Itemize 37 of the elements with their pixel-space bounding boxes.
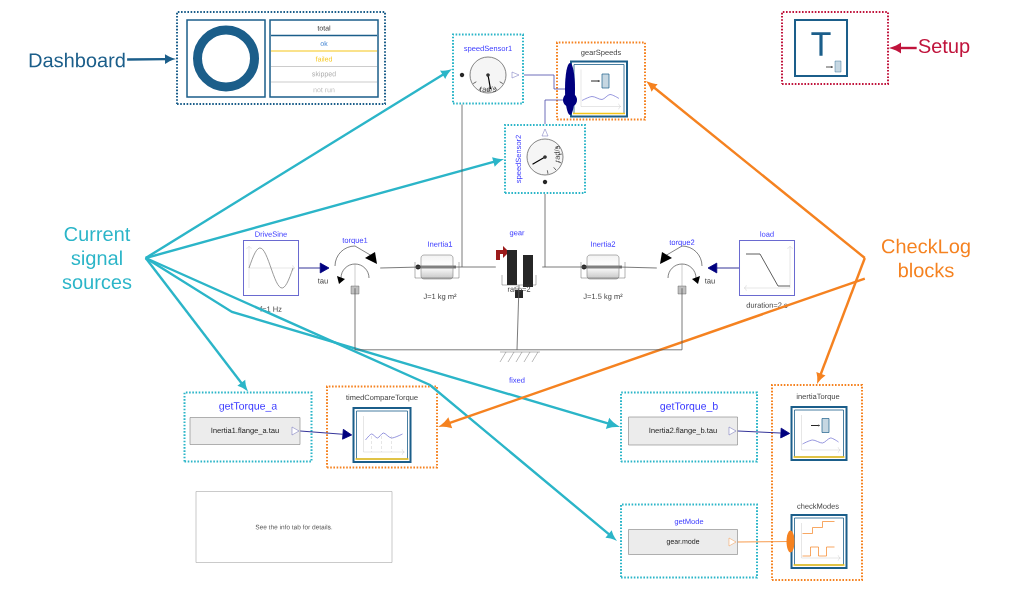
arrow <box>816 257 866 382</box>
arrow <box>647 82 866 259</box>
dotted-frame <box>781 11 889 85</box>
block-label: getTorque_b <box>660 402 718 412</box>
connector-line <box>452 266 497 268</box>
callout-label: CheckLog blocks <box>882 238 970 278</box>
arrow <box>544 93 577 125</box>
arrow <box>737 530 795 553</box>
dotted-frame <box>771 384 863 581</box>
setup-letter: T <box>811 32 831 56</box>
plot-block <box>570 60 628 118</box>
block-label: getTorque_a <box>219 402 278 412</box>
dotted-frame <box>176 11 386 105</box>
connector-line <box>516 287 683 351</box>
connector-line <box>354 287 518 351</box>
callout-label: Dashboard <box>29 52 125 68</box>
callout-label: Setup <box>918 38 970 58</box>
arrow <box>298 262 330 274</box>
callout-label: Current signal sources <box>62 226 132 290</box>
arrow <box>707 262 740 274</box>
arrow <box>145 256 616 540</box>
connector-line <box>516 284 520 351</box>
connector-line <box>541 266 588 268</box>
arrow <box>145 257 618 429</box>
arrow <box>144 257 247 390</box>
ring-chart <box>193 25 259 92</box>
connector-line <box>544 193 546 268</box>
arrow <box>145 157 502 260</box>
arrow <box>127 55 174 64</box>
connector-line <box>461 104 463 268</box>
arrow <box>440 277 866 428</box>
connector-line <box>618 266 658 269</box>
arrow <box>145 69 450 260</box>
connector-line <box>379 266 422 269</box>
arrow <box>737 427 791 439</box>
arrow <box>891 43 917 53</box>
plot-block <box>352 407 412 463</box>
